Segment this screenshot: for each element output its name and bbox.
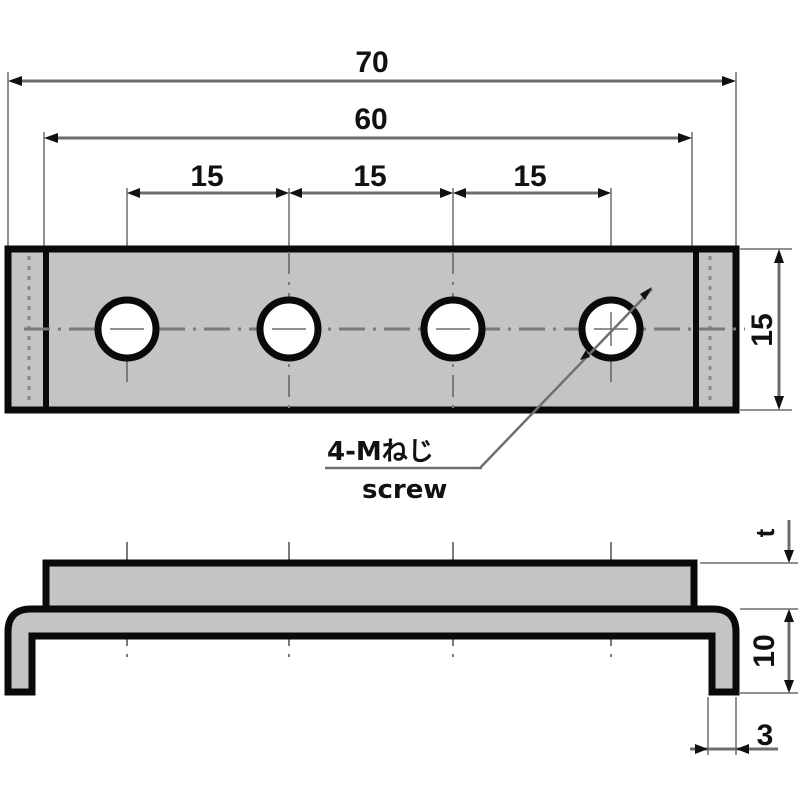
- screw-holes: [94, 296, 644, 362]
- callout-screw-label: screw: [362, 475, 447, 505]
- dim-pitch-3-label: 15: [513, 160, 546, 193]
- dim-pitch-2-label: 15: [353, 160, 386, 193]
- dim-leg-width-label: 3: [757, 719, 774, 752]
- extension-lines: [7, 72, 792, 411]
- dim-height-label: 10: [748, 634, 781, 667]
- side-view: t 10 3: [4, 520, 798, 755]
- dimension-height: 10: [748, 609, 794, 693]
- dim-thickness-label: t: [750, 528, 780, 537]
- screw-callout: 4-Mねじ screw: [325, 287, 653, 505]
- top-view: 70 60 15 15 15: [4, 46, 792, 505]
- callout-thread-label: 4-Mねじ: [327, 437, 434, 467]
- bent-bracket: [4, 605, 740, 696]
- dim-pitch-1-label: 15: [190, 160, 223, 193]
- dimension-pitches: 15 15 15: [127, 160, 611, 198]
- upper-plate: [42, 559, 698, 613]
- dimension-hole-span: 60: [44, 103, 692, 143]
- dimension-overall-length: 70: [8, 46, 736, 86]
- dim-70-label: 70: [355, 46, 388, 79]
- dimension-thickness: t: [750, 520, 794, 563]
- dimension-leg-width: 3: [690, 719, 778, 754]
- dim-60-label: 60: [354, 103, 387, 136]
- dimension-width: 15: [746, 249, 784, 410]
- dim-width-label: 15: [746, 313, 779, 346]
